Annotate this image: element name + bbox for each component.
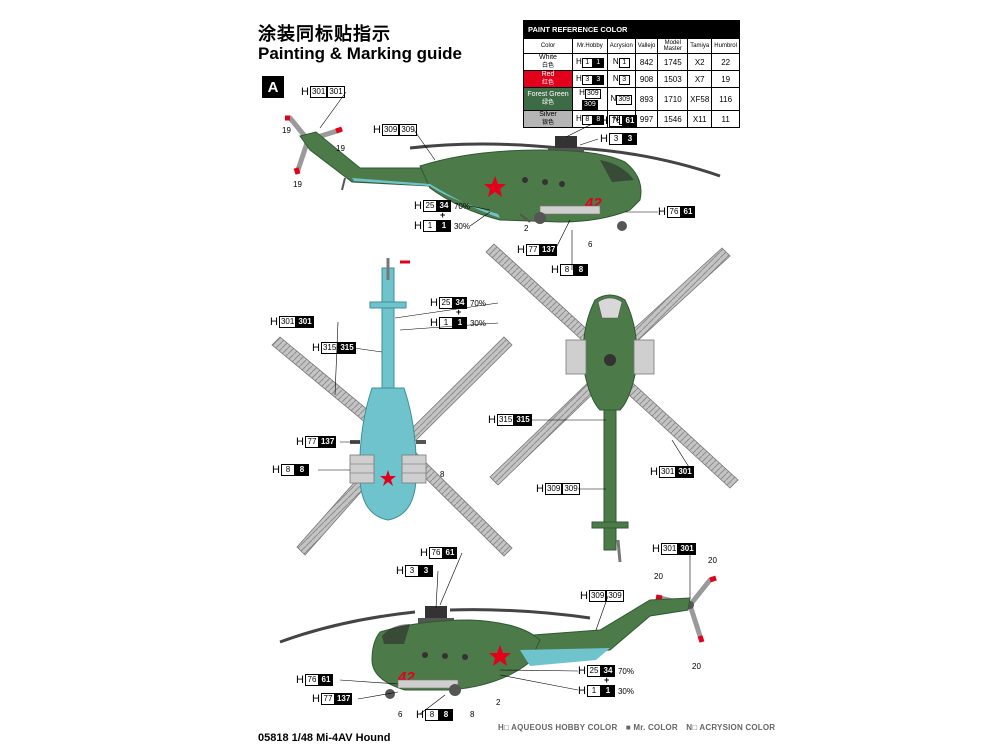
legend-mr-color: ■ Mr. COLOR bbox=[625, 723, 678, 732]
part-number: 20 bbox=[654, 572, 663, 581]
legend-aqueous: H□ AQUEOUS HOBBY COLOR bbox=[498, 723, 618, 732]
side-view-top: 42 bbox=[285, 115, 721, 231]
mix-plus: + bbox=[456, 307, 462, 317]
leader-lines bbox=[318, 91, 693, 715]
part-number: 6 bbox=[588, 240, 593, 249]
part-number: 20 bbox=[692, 662, 701, 671]
part-number: 2 bbox=[496, 698, 501, 707]
part-number: 19 bbox=[282, 126, 291, 135]
part-number: 20 bbox=[708, 556, 717, 565]
part-number: 8 bbox=[440, 470, 445, 479]
page-title: Painting & Marking guide bbox=[258, 44, 463, 63]
paint-table-caption: PAINT REFERENCE COLOR bbox=[523, 20, 740, 39]
bottom-view-left bbox=[271, 258, 513, 557]
color-legend: H□ AQUEOUS HOBBY COLOR ■ Mr. COLOR N□ AC… bbox=[498, 723, 781, 732]
top-view-right bbox=[485, 243, 739, 563]
part-number: 19 bbox=[336, 144, 345, 153]
part-number: 19 bbox=[293, 180, 302, 189]
sheet-label: A bbox=[262, 76, 284, 98]
legend-acrysion: N□ ACRYSION COLOR bbox=[686, 723, 776, 732]
paint-reference-table: PAINT REFERENCE COLOR Color Mr.Hobby Acr… bbox=[523, 20, 740, 128]
mix-plus: + bbox=[440, 210, 446, 220]
part-number: 8 bbox=[470, 710, 475, 719]
part-number: 2 bbox=[524, 224, 529, 233]
mix-plus: + bbox=[604, 675, 610, 685]
side-view-bottom: 42 bbox=[279, 575, 717, 699]
page-title-cn: 涂装同标贴指示 bbox=[258, 24, 391, 44]
part-number: 6 bbox=[398, 710, 403, 719]
footer-product: 05818 1/48 Mi-4AV Hound bbox=[258, 732, 391, 744]
